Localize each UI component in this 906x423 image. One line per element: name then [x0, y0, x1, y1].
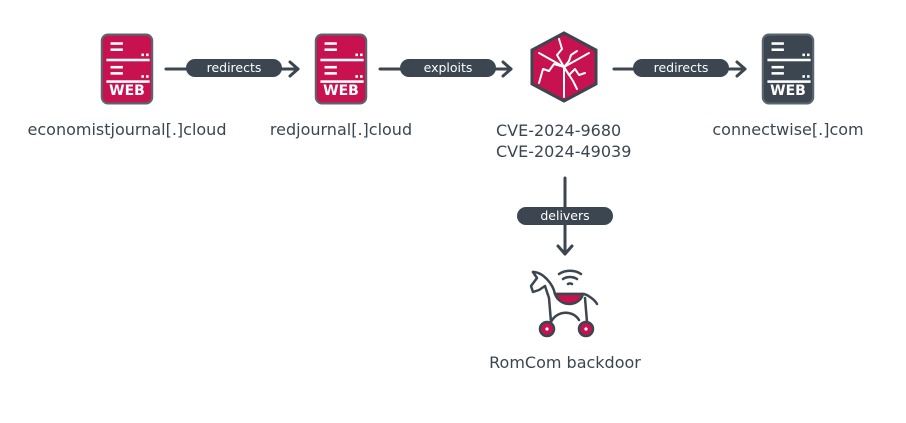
edge-label-redirects-1: redirects — [186, 59, 282, 77]
edge-label-delivers: delivers — [517, 207, 613, 225]
node-redjournal: WEB — [314, 33, 368, 105]
arrowhead-icon — [288, 60, 300, 78]
arrowhead-icon — [735, 60, 747, 78]
edge-label-exploits: exploits — [400, 59, 496, 77]
web-badge: WEB — [109, 83, 145, 99]
node-label-economistjournal: economistjournal[.]cloud — [27, 120, 227, 139]
node-label-cve-2: CVE-2024-49039 — [496, 142, 632, 161]
arrowhead-icon — [501, 60, 513, 78]
node-label-cve-1: CVE-2024-9680 — [496, 121, 622, 140]
arrowhead-icon — [556, 244, 574, 256]
web-badge: WEB — [323, 83, 359, 99]
node-label-connectwise: connectwise[.]com — [712, 120, 864, 139]
trojan-horse-icon — [529, 269, 599, 338]
exploit-cube-icon — [530, 31, 598, 103]
node-connectwise: WEB — [761, 33, 815, 105]
node-economistjournal: WEB — [100, 33, 154, 105]
node-label-romcom: RomCom backdoor — [489, 353, 641, 372]
node-label-redjournal: redjournal[.]cloud — [269, 120, 413, 139]
web-badge: WEB — [770, 83, 806, 99]
edge-label-redirects-2: redirects — [633, 59, 729, 77]
